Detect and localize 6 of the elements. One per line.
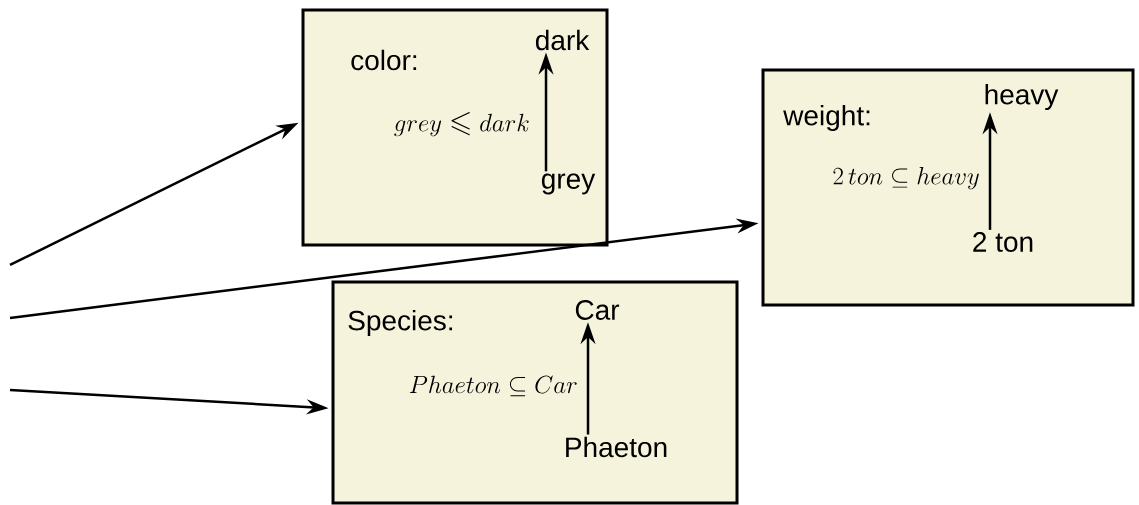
value-label: Car <box>575 300 620 320</box>
value-label: heavy <box>985 83 1059 111</box>
value-label: grey <box>541 173 596 195</box>
value-label: dark <box>535 29 590 51</box>
value-label: 2 ton <box>973 232 1033 252</box>
value-label: Phaeton <box>566 436 667 458</box>
